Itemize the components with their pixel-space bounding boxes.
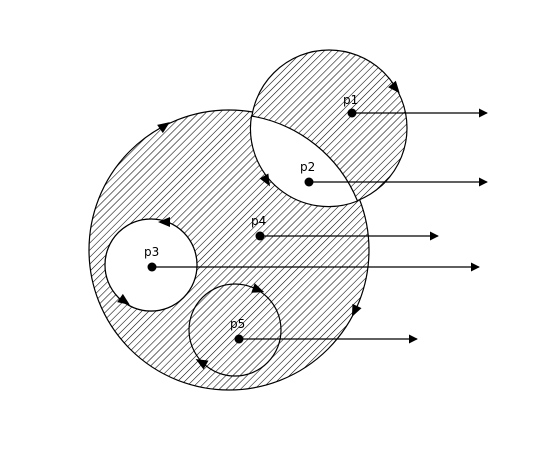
direction-arrow-hole-top (158, 217, 170, 227)
direction-arrow-hole-left (117, 293, 130, 305)
point-p3 (147, 262, 157, 272)
label-p2: p2 (300, 160, 315, 174)
inner-circle-p5 (188, 283, 282, 377)
direction-arrow-lens (259, 173, 270, 187)
direction-arrow-large-circle-right (351, 303, 362, 317)
label-p4: p4 (251, 214, 266, 228)
point-p1 (347, 108, 357, 118)
label-p5: p5 (230, 317, 245, 331)
point-p5 (234, 334, 244, 344)
overlap-lens-region (249, 115, 359, 208)
point-p4 (255, 231, 265, 241)
point-p2 (304, 177, 314, 187)
labels: p1 p2 p4 p3 p5 (144, 93, 358, 331)
points (147, 108, 357, 344)
label-p1: p1 (343, 93, 358, 107)
direction-arrow-inner-top (251, 283, 265, 293)
direction-arrow-top-circle (388, 80, 400, 94)
label-p3: p3 (144, 245, 159, 259)
direction-arrow-inner-bottom (195, 359, 209, 370)
orientation-arrows (117, 80, 400, 370)
rays (152, 108, 488, 344)
direction-arrow-large-circle-top (157, 122, 170, 134)
